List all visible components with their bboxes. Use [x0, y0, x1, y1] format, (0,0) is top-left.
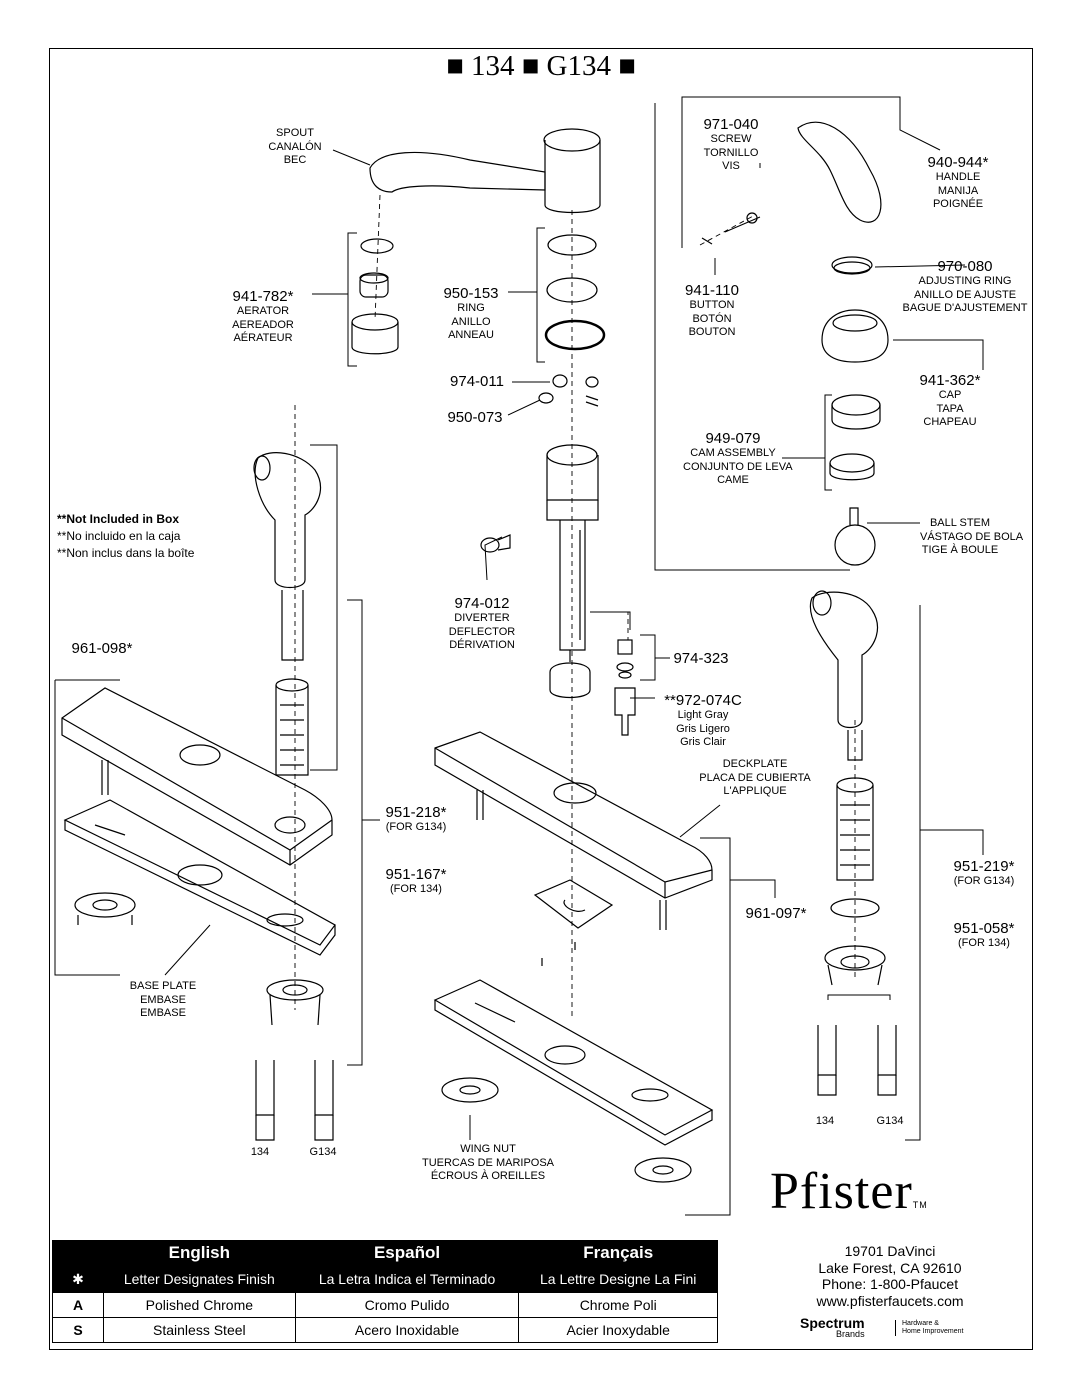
right-hose-g134-label: G134	[876, 1115, 904, 1127]
finish-table: English Español Français ✱ Letter Design…	[52, 1240, 718, 1343]
o-rings	[538, 234, 606, 407]
asterisk-symbol: ✱	[52, 1265, 104, 1293]
part-950-073-label: 950-073	[447, 409, 503, 426]
page-border	[49, 48, 1033, 1350]
parent-brand-sub: Brands	[836, 1329, 865, 1339]
sub-francais: La Lettre Designe La Fini	[518, 1265, 718, 1293]
diagram-title: ■ 134 ■ G134 ■	[446, 50, 636, 82]
center-deckplate-part	[433, 731, 714, 1183]
finish-espanol: Cromo Pulido	[294, 1292, 520, 1318]
part-951-058-label: 951-058* (FOR 134)	[953, 920, 1015, 949]
part-974-323-label: 974-323	[673, 650, 729, 667]
finish-code: S	[52, 1317, 104, 1343]
division-line-1: Hardware &	[902, 1320, 939, 1327]
address-line-2: Lake Forest, CA 92610	[818, 1259, 962, 1276]
diverter-part	[480, 534, 511, 553]
phone-number: Phone: 1-800-Pfaucet	[821, 1276, 959, 1292]
division-line-2: Home Improvement	[902, 1328, 964, 1335]
finish-table-header: English Español Français	[52, 1240, 718, 1266]
left-deckplate-part	[61, 687, 336, 1141]
part-961-097-label: 961-097*	[745, 905, 807, 922]
part-974-011-label: 974-011	[450, 373, 504, 390]
website: www.pfisterfaucets.com	[816, 1292, 964, 1309]
not-included-note: **Not Included in Box **No incluido en l…	[57, 512, 195, 560]
handle-parts	[701, 121, 889, 566]
valve-body	[546, 444, 599, 699]
finish-espanol: Acero Inoxidable	[294, 1317, 520, 1343]
address-line-1: 19701 DaVinci	[844, 1243, 936, 1259]
header-espanol: Español	[294, 1240, 520, 1266]
pfister-logo: PfisterTM	[770, 1162, 1030, 1221]
header-spacer	[52, 1240, 104, 1266]
left-hose-g134-label: G134	[309, 1146, 337, 1158]
finish-table-subheader: ✱ Letter Designates Finish La Letra Indi…	[52, 1265, 718, 1293]
division-name: Hardware & Home Improvement	[895, 1320, 963, 1336]
finish-francais: Acier Inoxydable	[518, 1317, 718, 1343]
sub-english: Letter Designates Finish	[103, 1265, 296, 1293]
finish-english: Polished Chrome	[103, 1292, 296, 1318]
finish-code: A	[52, 1292, 104, 1318]
right-hose-134-label: 134	[815, 1115, 835, 1127]
finish-english: Stainless Steel	[103, 1317, 296, 1343]
trademark: TM	[912, 1200, 928, 1210]
parent-brand: Spectrum	[800, 1315, 865, 1331]
part-951-167-label: 951-167* (FOR 134)	[385, 866, 447, 895]
leader-lines	[54, 96, 984, 1216]
aerator-parts	[351, 238, 399, 355]
left-hose-134-label: 134	[250, 1146, 270, 1158]
brand-name: Pfister	[770, 1163, 913, 1220]
spray-adapter-parts	[614, 639, 636, 736]
table-row: A Polished Chrome Cromo Pulido Chrome Po…	[52, 1292, 718, 1318]
part-951-219-label: 951-219* (FOR G134)	[953, 858, 1015, 887]
company-address: 19701 DaVinci Lake Forest, CA 92610 Phon…	[790, 1243, 990, 1309]
part-961-098-label: 961-098*	[71, 640, 133, 657]
header-english: English	[103, 1240, 296, 1266]
table-row: S Stainless Steel Acero Inoxidable Acier…	[52, 1317, 718, 1343]
left-sprayer-part	[253, 452, 321, 776]
part-951-218-label: 951-218* (FOR G134)	[385, 804, 447, 833]
header-francais: Français	[518, 1240, 718, 1266]
spectrum-brands-logo: Spectrum Brands	[800, 1315, 865, 1339]
spout-part	[369, 128, 601, 214]
finish-francais: Chrome Poli	[518, 1292, 718, 1318]
right-sprayer-part	[809, 590, 897, 1096]
sub-espanol: La Letra Indica el Terminado	[294, 1265, 520, 1293]
